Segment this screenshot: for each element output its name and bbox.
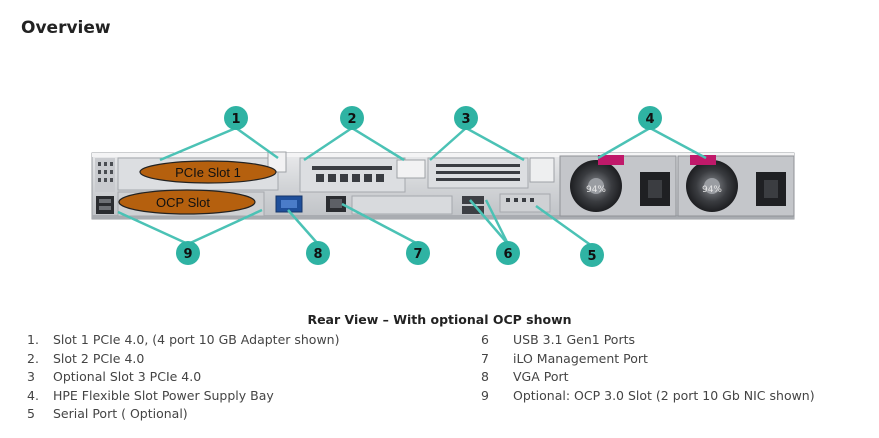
pcie-slot-1-overlay: PCIe Slot 1	[140, 161, 276, 183]
diagram-caption: Rear View – With optional OCP shown	[0, 312, 879, 327]
psu-2-rating: 94%	[702, 185, 722, 195]
legend-left: 1.Slot 1 PCIe 4.0, (4 port 10 GB Adapter…	[27, 331, 339, 424]
svg-text:4: 4	[645, 112, 654, 127]
callout-9: 9	[176, 241, 200, 265]
callout-5: 5	[580, 243, 604, 267]
legend-item: 1.Slot 1 PCIe 4.0, (4 port 10 GB Adapter…	[27, 331, 339, 350]
legend-item: 2.Slot 2 PCIe 4.0	[27, 350, 339, 369]
power-supply-2: 94%	[678, 155, 794, 216]
power-supply-1: 94%	[560, 155, 676, 216]
callout-4: 4	[638, 106, 662, 130]
callout-7: 7	[406, 241, 430, 265]
svg-text:7: 7	[413, 247, 422, 262]
svg-text:8: 8	[313, 247, 322, 262]
legend-item: 4.HPE Flexible Slot Power Supply Bay	[27, 387, 339, 406]
left-vent	[95, 158, 115, 214]
svg-text:2: 2	[347, 112, 356, 127]
callout-6: 6	[496, 241, 520, 265]
ocp-slot-overlay: OCP Slot	[119, 190, 255, 214]
psu-1-rating: 94%	[586, 185, 606, 195]
callout-3: 3	[454, 106, 478, 130]
callout-2: 2	[340, 106, 364, 130]
svg-text:9: 9	[183, 247, 192, 262]
pcie-slot-1-label: PCIe Slot 1	[175, 165, 241, 180]
svg-text:5: 5	[587, 249, 596, 264]
svg-text:3: 3	[461, 112, 470, 127]
callout-8: 8	[306, 241, 330, 265]
server-rear-view-diagram: 94% 94% PCIe Slot 1 OCP Slot	[0, 0, 879, 300]
callout-1: 1	[224, 106, 248, 130]
svg-text:1: 1	[231, 112, 240, 127]
svg-text:6: 6	[503, 247, 512, 262]
ocp-slot-label: OCP Slot	[156, 195, 210, 210]
